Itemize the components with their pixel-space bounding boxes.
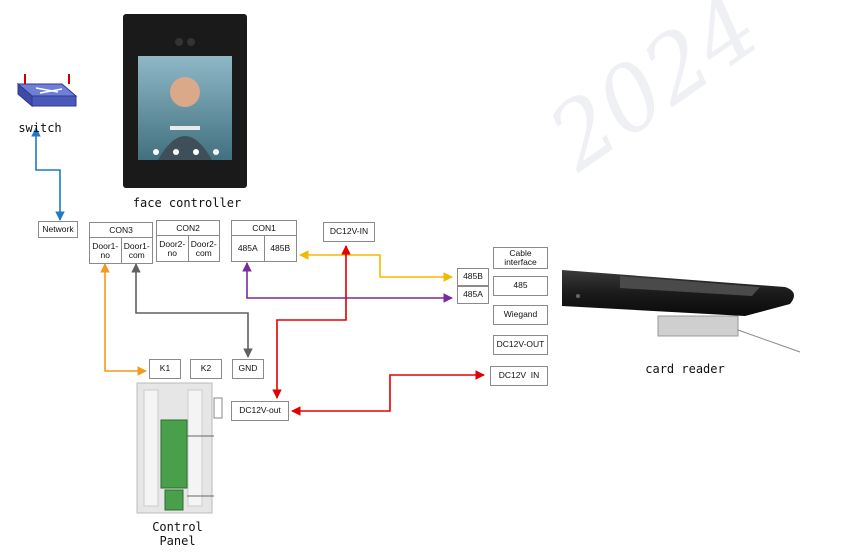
card-reader-icon — [562, 270, 801, 353]
network-terminal: Network — [38, 221, 78, 238]
ground-wire — [131, 263, 253, 358]
dc12v-in-terminal: DC12V-IN — [323, 222, 375, 242]
card-reader-label: card reader — [645, 362, 725, 376]
con3-title: CON3 — [109, 225, 133, 235]
gnd-terminal: GND — [232, 359, 264, 379]
reader-485b-pin: 485B — [457, 268, 489, 286]
k1-terminal: K1 — [149, 359, 181, 379]
reader-wiegand-port: Wiegand — [493, 305, 548, 325]
face-controller-label: face controller — [132, 196, 242, 210]
power-reader-wire — [291, 370, 485, 416]
control-panel-label-line1: Control — [152, 520, 203, 534]
con2-terminal: CON2 Door2- no Door2- com — [156, 220, 220, 262]
control-panel-board-icon — [136, 382, 223, 514]
door1-no-pin: Door1- no — [92, 240, 119, 260]
cable-interface-label: Cable interface — [493, 247, 548, 269]
con1-485b-pin: 485B — [263, 236, 297, 261]
con1-terminal: CON1 485A 485B — [231, 220, 297, 262]
door1-com-pin: Door1- com — [120, 238, 153, 263]
reader-485a-pin: 485A — [457, 286, 489, 304]
con2-title: CON2 — [176, 223, 200, 233]
dc12v-out-panel-terminal: DC12V-out — [231, 401, 289, 421]
reader-485-port: 485 — [493, 276, 548, 296]
door2-com-pin: Door2- com — [187, 236, 220, 261]
switch-label: switch — [18, 121, 62, 135]
con3-terminal: CON3 Door1- no Door1- com — [89, 222, 153, 264]
power-in-wire — [272, 245, 351, 399]
con1-title: CON1 — [252, 223, 276, 233]
reader-dc12v-in-port: DC12V IN — [490, 366, 548, 386]
relay-wire — [100, 263, 147, 376]
network-wire — [31, 127, 65, 221]
rs485-b-wire — [299, 250, 453, 282]
control-panel-label: Control Panel — [135, 520, 220, 549]
face-terminal-icon — [123, 14, 247, 188]
con1-485a-pin: 485A — [237, 243, 258, 254]
control-panel-label-line2: Panel — [159, 534, 196, 549]
reader-dc12v-out-port: DC12V-OUT — [493, 335, 548, 355]
rs485-a-wire — [242, 262, 453, 303]
network-switch-icon — [16, 74, 78, 108]
door2-no-pin: Door2- no — [159, 238, 186, 258]
k2-terminal: K2 — [190, 359, 222, 379]
